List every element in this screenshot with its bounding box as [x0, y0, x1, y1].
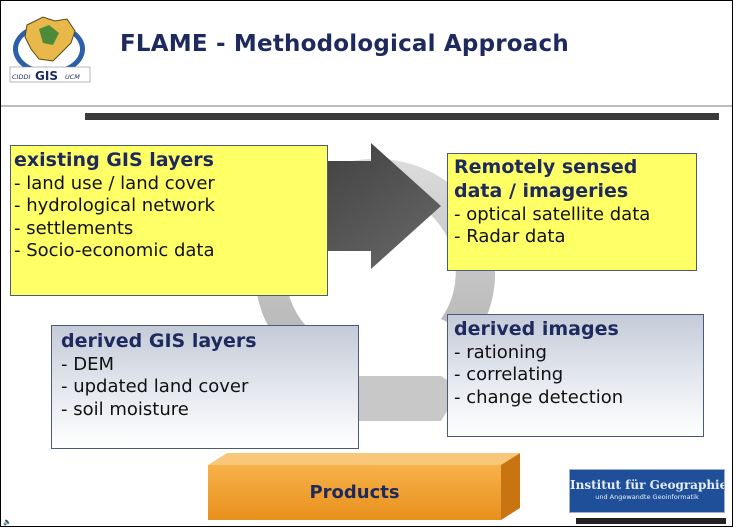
- list-item: - correlating: [454, 364, 564, 386]
- ciddi-gis-logo: CIDDI GIS UCM: [9, 16, 91, 83]
- products-label: Products: [309, 482, 400, 503]
- products-top-face: [208, 453, 520, 465]
- list-item: - change detection: [454, 386, 624, 408]
- list-item: - settlements: [14, 217, 134, 239]
- corner-speaker-icon: 🔈: [3, 518, 12, 526]
- list-item: - optical satellite data: [454, 203, 651, 225]
- header-divider-thick: [85, 113, 719, 120]
- derived-images-heading: derived images: [454, 318, 619, 340]
- svg-text:UCM: UCM: [65, 73, 80, 81]
- products-front-face: [208, 465, 501, 520]
- derived-gis-layers-box: derived GIS layers - DEM - updated land …: [51, 325, 359, 449]
- list-item: - hydrological network: [14, 195, 215, 217]
- svg-text:CIDDI: CIDDI: [12, 73, 30, 81]
- institute-logo-line1: Institut für Geographie: [570, 478, 725, 492]
- products-side-face: [501, 453, 520, 520]
- header-divider-thin: [1, 105, 732, 107]
- list-item: - Socio-economic data: [14, 240, 215, 262]
- slide-title: FLAME - Methodological Approach: [120, 31, 569, 57]
- list-item: - updated land cover: [61, 376, 249, 398]
- existing-gis-layers-box: existing GIS layers - land use / land co…: [10, 145, 328, 296]
- map-region-icon: [39, 25, 59, 45]
- products-block: [208, 453, 520, 520]
- list-item: - soil moisture: [61, 398, 189, 420]
- list-item: - Radar data: [454, 226, 566, 247]
- list-item: - land use / land cover: [14, 172, 215, 194]
- list-item: - DEM: [61, 353, 114, 375]
- existing-gis-heading: existing GIS layers: [14, 149, 214, 171]
- remote-sensing-box: Remotely sensed data / imageries - optic…: [447, 153, 697, 271]
- derived-gis-heading: derived GIS layers: [61, 330, 257, 352]
- derived-images-box: derived images - rationing - correlating…: [447, 314, 704, 437]
- institute-logo-line2: und Angewandte Geoinformatik: [595, 493, 699, 501]
- remote-sensing-heading-2: data / imageries: [454, 179, 629, 202]
- institute-underline: [576, 518, 726, 524]
- svg-text:GIS: GIS: [35, 69, 58, 83]
- list-item: - rationing: [454, 341, 547, 363]
- remote-sensing-heading-1: Remotely sensed: [454, 156, 638, 178]
- institute-logo: Institut für Geographie und Angewandte G…: [569, 469, 725, 513]
